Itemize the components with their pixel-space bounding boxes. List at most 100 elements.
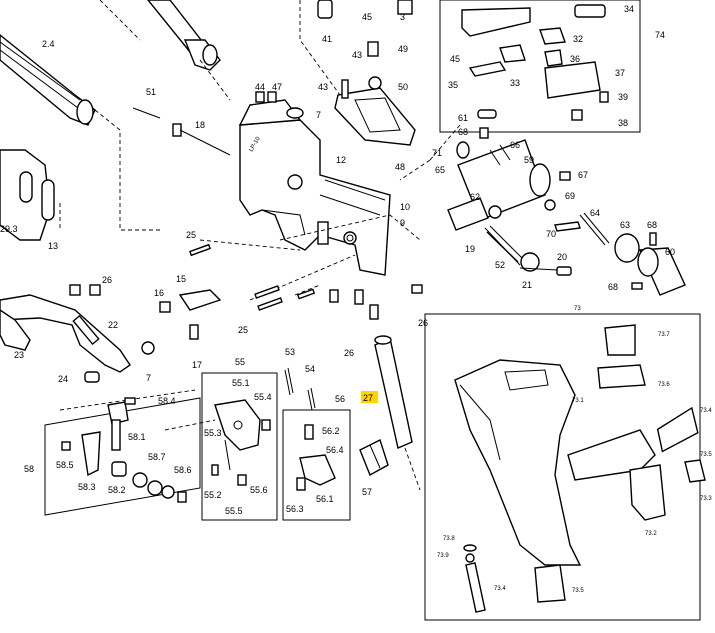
label-43-a: 43 <box>352 50 362 60</box>
label-2-4: 2.4 <box>42 39 55 49</box>
label-26-c: 26 <box>418 318 428 328</box>
label-39: 39 <box>618 92 628 102</box>
label-25-a: 25 <box>186 230 196 240</box>
label-58-5: 58.5 <box>56 460 74 470</box>
label-26-a: 26 <box>102 275 112 285</box>
label-10: 10 <box>400 202 410 212</box>
label-62: 62 <box>470 192 480 202</box>
label-36: 36 <box>570 54 580 64</box>
label-68-b: 68 <box>647 220 657 230</box>
label-70: 70 <box>546 229 556 239</box>
labels: 2.4 29.3 13 51 18 41 45 3 43 49 43 50 44… <box>0 4 712 594</box>
label-71: 71 <box>432 148 442 158</box>
box-74 <box>439 0 641 133</box>
label-55-1: 55.1 <box>232 378 250 388</box>
label-73-1: 73.1 <box>572 398 584 404</box>
label-66: 66 <box>510 140 520 150</box>
label-56-2: 56.2 <box>322 426 340 436</box>
label-68-c: 68 <box>608 282 618 292</box>
label-58-4: 58.4 <box>158 396 176 406</box>
label-20: 20 <box>557 252 567 262</box>
label-64: 64 <box>590 208 600 218</box>
label-44: 44 <box>255 82 265 92</box>
label-53: 53 <box>285 347 295 357</box>
label-55-2: 55.2 <box>204 490 222 500</box>
label-48: 48 <box>395 162 405 172</box>
label-73-3: 73.3 <box>700 496 712 502</box>
label-73-4-a: 73.4 <box>700 408 712 414</box>
box-73 <box>424 313 706 621</box>
label-51: 51 <box>146 87 156 97</box>
label-34: 34 <box>624 4 634 14</box>
label-55-6: 55.6 <box>250 485 268 495</box>
label-58-3: 58.3 <box>78 482 96 492</box>
label-56-4: 56.4 <box>326 445 344 455</box>
label-16: 16 <box>154 288 164 298</box>
box-55 <box>201 367 294 521</box>
label-47: 47 <box>272 82 282 92</box>
label-63: 63 <box>620 220 630 230</box>
highlight-27-box <box>361 391 378 403</box>
label-58-2: 58.2 <box>108 485 126 495</box>
label-73-5-b: 73.5 <box>572 588 584 594</box>
label-68-a: 68 <box>458 127 468 137</box>
bolt-48-part <box>334 87 416 146</box>
trigger-guard-part <box>0 294 131 373</box>
label-56-1: 56.1 <box>316 494 334 504</box>
label-27: 27 <box>363 393 373 403</box>
lever-15-part <box>69 284 222 383</box>
block-57-part <box>359 439 389 476</box>
valve-assembly <box>447 109 686 296</box>
label-55-3: 55.3 <box>204 428 222 438</box>
label-59: 59 <box>524 155 534 165</box>
label-74: 74 <box>655 30 665 40</box>
grip-frame-part <box>0 149 55 241</box>
box-58 <box>44 397 201 516</box>
label-56: 56 <box>335 394 345 404</box>
label-73-9: 73.9 <box>437 553 449 559</box>
label-15: 15 <box>176 274 186 284</box>
label-33: 33 <box>510 78 520 88</box>
label-73-2: 73.2 <box>645 531 657 537</box>
label-18: 18 <box>195 120 205 130</box>
label-65: 65 <box>435 165 445 175</box>
label-57: 57 <box>362 487 372 497</box>
label-55-4: 55.4 <box>254 392 272 402</box>
label-29-3: 29.3 <box>0 224 18 234</box>
rod-27-part <box>374 335 413 449</box>
label-73-4-b: 73.4 <box>494 586 506 592</box>
label-50: 50 <box>398 82 408 92</box>
label-41: 41 <box>322 34 332 44</box>
label-26-b: 26 <box>344 348 354 358</box>
air-cylinder-part <box>0 34 96 126</box>
receiver-part: LP-10 <box>238 99 391 276</box>
label-60: 60 <box>665 247 675 257</box>
barrel-part <box>147 0 221 71</box>
label-69: 69 <box>565 191 575 201</box>
label-73-5-a: 73.5 <box>700 452 712 458</box>
label-73-8: 73.8 <box>443 536 455 542</box>
label-58-1: 58.1 <box>128 432 146 442</box>
label-55: 55 <box>235 357 245 367</box>
label-54: 54 <box>305 364 315 374</box>
label-7-a: 7 <box>316 110 321 120</box>
pin-parts <box>189 243 423 320</box>
label-13: 13 <box>48 241 58 251</box>
label-3: 3 <box>400 12 405 22</box>
label-52: 52 <box>495 260 505 270</box>
label-22: 22 <box>108 320 118 330</box>
label-67: 67 <box>578 170 588 180</box>
label-35: 35 <box>448 80 458 90</box>
label-56-3: 56.3 <box>286 504 304 514</box>
label-45-a: 45 <box>362 12 372 22</box>
label-58-6: 58.6 <box>174 465 192 475</box>
label-24: 24 <box>58 374 68 384</box>
label-58-7: 58.7 <box>148 452 166 462</box>
label-37: 37 <box>615 68 625 78</box>
label-45-b: 45 <box>450 54 460 64</box>
label-32: 32 <box>573 34 583 44</box>
label-58: 58 <box>24 464 34 474</box>
label-12: 12 <box>336 155 346 165</box>
label-19: 19 <box>465 244 475 254</box>
